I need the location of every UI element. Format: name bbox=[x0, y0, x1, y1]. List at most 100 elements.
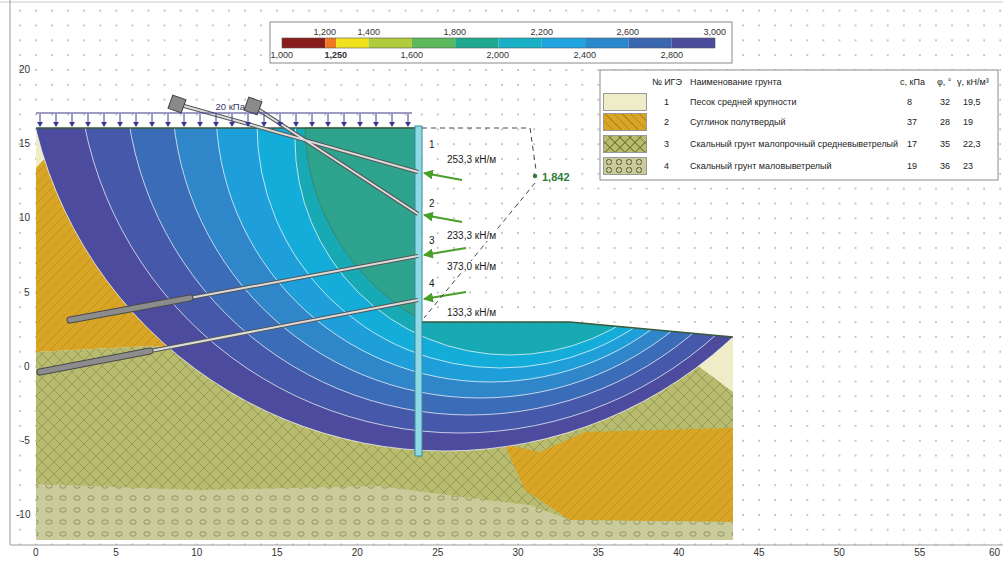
anchor-number: 1 bbox=[428, 139, 436, 150]
table-header-holder: φ, ° bbox=[937, 77, 951, 88]
scale-bottom: 1,600 bbox=[401, 50, 424, 60]
table-cell: 19 bbox=[963, 117, 973, 127]
table-cell-holder: 4 bbox=[664, 161, 669, 172]
scale-segment bbox=[412, 38, 455, 48]
axis-x-tick: 50 bbox=[834, 547, 845, 558]
axis-x-tick: 40 bbox=[673, 547, 684, 558]
axis-x-tick: 60 bbox=[989, 547, 1000, 558]
axis-x-tick: 35 bbox=[593, 547, 604, 558]
table-cell-holder: 28 bbox=[940, 117, 950, 128]
axis-x-tick: 0 bbox=[33, 547, 39, 558]
table-cell: 22,3 bbox=[963, 139, 981, 149]
table-cell: 28 bbox=[940, 117, 950, 127]
table-header: Наименование грунта bbox=[690, 77, 782, 87]
axis-x-tick-holder: 40 bbox=[673, 547, 684, 559]
axis-x-tick-holder: 5 bbox=[113, 547, 119, 559]
scale-segment bbox=[672, 38, 715, 48]
scale-bottom-holder: 2,800 bbox=[661, 50, 684, 61]
scale-top: 2,600 bbox=[617, 27, 640, 37]
axis-x-tick: 45 bbox=[753, 547, 764, 558]
anchor-force-holder: 133,3 кН/м bbox=[446, 307, 497, 319]
load-arrows bbox=[32, 113, 416, 128]
anchor-number-holder: 2 bbox=[428, 198, 436, 210]
table-header-holder: γ, кН/м³ bbox=[957, 77, 989, 88]
scale-bottom: 2,400 bbox=[574, 50, 597, 60]
table-header: γ, кН/м³ bbox=[957, 77, 989, 87]
table-cell: 1 bbox=[664, 97, 669, 107]
force-arrow bbox=[424, 173, 462, 180]
axis-y-tick-holder: 0 bbox=[24, 361, 30, 373]
table-cell-holder: 19 bbox=[907, 161, 917, 172]
loam-lens-hatch bbox=[505, 428, 733, 522]
table-cell-holder: 37 bbox=[907, 117, 917, 128]
table-cell: 37 bbox=[907, 117, 917, 127]
axis-y-tick: 15 bbox=[19, 138, 30, 149]
axis-y-tick: 5 bbox=[24, 287, 30, 298]
legend-swatch bbox=[603, 157, 647, 175]
legend-name: Суглинок полутвердый bbox=[690, 117, 786, 127]
table-cell-holder: 23 bbox=[963, 161, 973, 172]
scale-segment bbox=[542, 38, 585, 48]
legend-name: Скальный грунт маловыветрелый bbox=[690, 161, 832, 171]
axis-x-tick: 30 bbox=[512, 547, 523, 558]
table-cell-holder: 36 bbox=[940, 161, 950, 172]
axis-x-tick: 5 bbox=[113, 547, 119, 558]
excavation-surface bbox=[418, 322, 733, 337]
axis-y-tick-holder: 15 bbox=[19, 138, 30, 150]
retaining-wall bbox=[415, 126, 422, 456]
scale-segment bbox=[282, 38, 325, 48]
axis-x-tick-holder: 20 bbox=[352, 547, 363, 559]
table-cell: 8 bbox=[907, 97, 912, 107]
table-cell-holder: 17 bbox=[907, 139, 917, 150]
anchor-force: 253,3 кН/м bbox=[446, 154, 497, 165]
scale-bottom-holder: 1,250 bbox=[325, 50, 348, 61]
axis-y-tick-holder: 20 bbox=[19, 64, 30, 76]
table-cell: 19 bbox=[907, 161, 917, 171]
legend-name-holder: Скальный грунт маловыветрелый bbox=[690, 161, 832, 172]
axis-y-tick: -10 bbox=[16, 509, 30, 520]
anchor-number-holder: 4 bbox=[428, 278, 436, 290]
scale-box bbox=[270, 22, 732, 63]
table-cell: 4 bbox=[664, 161, 669, 171]
safety-factor-holder: 1,842 bbox=[541, 171, 571, 184]
axis-x-tick-holder: 35 bbox=[593, 547, 604, 559]
axis-x-tick: 20 bbox=[352, 547, 363, 558]
axis-y-tick: 10 bbox=[19, 212, 30, 223]
table-header-holder: № ИГЭ bbox=[652, 77, 682, 88]
axis-y-tick-holder: 10 bbox=[19, 212, 30, 224]
scale-segment bbox=[628, 38, 671, 48]
anchor-grout-outline bbox=[40, 298, 190, 372]
anchor-number-holder: 3 bbox=[428, 235, 436, 247]
force-arrow bbox=[424, 292, 466, 299]
scale-top-holder: 2,200 bbox=[531, 27, 554, 38]
anchor-rod-outline bbox=[40, 104, 418, 372]
hard-rock-layer bbox=[36, 484, 733, 540]
anchor-force: 233,3 кН/м bbox=[446, 230, 497, 241]
table-cell-holder: 19,5 bbox=[963, 97, 981, 108]
slip-band bbox=[172, 0, 788, 398]
table-cell: 23 bbox=[963, 161, 973, 171]
table-cell: 2 bbox=[664, 117, 669, 127]
legend-swatch bbox=[603, 93, 647, 111]
axis-x-tick-holder: 0 bbox=[33, 547, 39, 559]
slip-surface-bands bbox=[24, 0, 866, 451]
table-cell-holder: 1 bbox=[664, 97, 669, 108]
scale-bottom-holder: 1,600 bbox=[401, 50, 424, 61]
axis-y-tick-holder: 5 bbox=[24, 287, 30, 299]
table-header: № ИГЭ bbox=[652, 77, 682, 87]
table-cell: 17 bbox=[907, 139, 917, 149]
legend-swatch bbox=[603, 135, 647, 153]
slip-band bbox=[77, 0, 843, 433]
scale-segment bbox=[585, 38, 628, 48]
scale-segment bbox=[325, 38, 336, 48]
axis-y-tick-holder: -5 bbox=[21, 435, 30, 447]
axis-y-tick-holder: -10 bbox=[16, 509, 30, 521]
scale-outline bbox=[282, 38, 715, 48]
scale-bottom: 1,250 bbox=[325, 50, 348, 60]
scale-top-holder: 1,400 bbox=[358, 27, 381, 38]
table-cell: 19,5 bbox=[963, 97, 981, 107]
scale-bottom: 2,000 bbox=[487, 50, 510, 60]
scale-top: 3,000 bbox=[704, 27, 727, 37]
scale-bottom-holder: 2,000 bbox=[487, 50, 510, 61]
